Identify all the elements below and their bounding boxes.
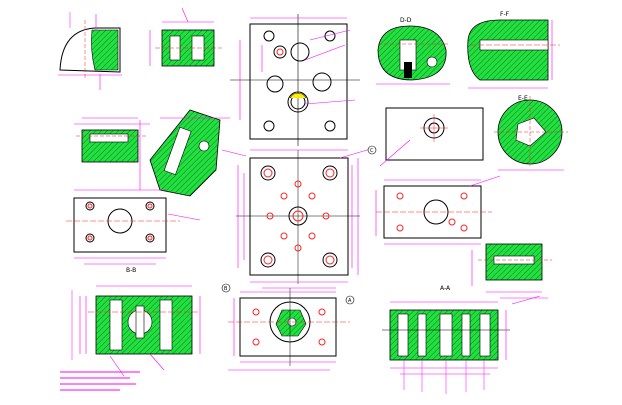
- notes-block: [60, 371, 140, 391]
- detail-view-right-bottom: [471, 243, 552, 299]
- callout-letter: B: [224, 286, 228, 292]
- section-view-angled: [139, 109, 247, 197]
- callout-letter: C: [370, 148, 374, 154]
- section-label: F-F: [500, 11, 510, 18]
- callout-letter: A: [348, 298, 352, 304]
- small-plate-view: [379, 107, 484, 167]
- view-callout-b: B: [221, 283, 231, 293]
- view-callout-a: A: [345, 295, 355, 305]
- detail-view-left-middle: [74, 117, 150, 163]
- bottom-center-plate-view: [228, 288, 350, 371]
- top-plate-view: [230, 14, 360, 146]
- section-view-a-a: A-A: [382, 285, 541, 394]
- left-plate-view: [66, 189, 201, 265]
- section-view-d-d: D-D: [376, 17, 450, 85]
- section-label: E-E: [518, 95, 528, 102]
- right-plate-view: [375, 175, 501, 245]
- section-label: D-D: [400, 17, 412, 24]
- detail-view-top-left: [58, 12, 122, 90]
- detail-view-top-small: [149, 7, 222, 67]
- section-view-e-e: E-E: [494, 95, 568, 171]
- view-callout-c: C: [367, 145, 377, 155]
- section-label: A-A: [440, 285, 451, 292]
- section-view-top-right: F-F: [467, 11, 560, 89]
- section-label: B-B: [126, 267, 136, 274]
- section-view-b-b: B-B: [71, 267, 201, 377]
- main-plate-view: [236, 147, 375, 289]
